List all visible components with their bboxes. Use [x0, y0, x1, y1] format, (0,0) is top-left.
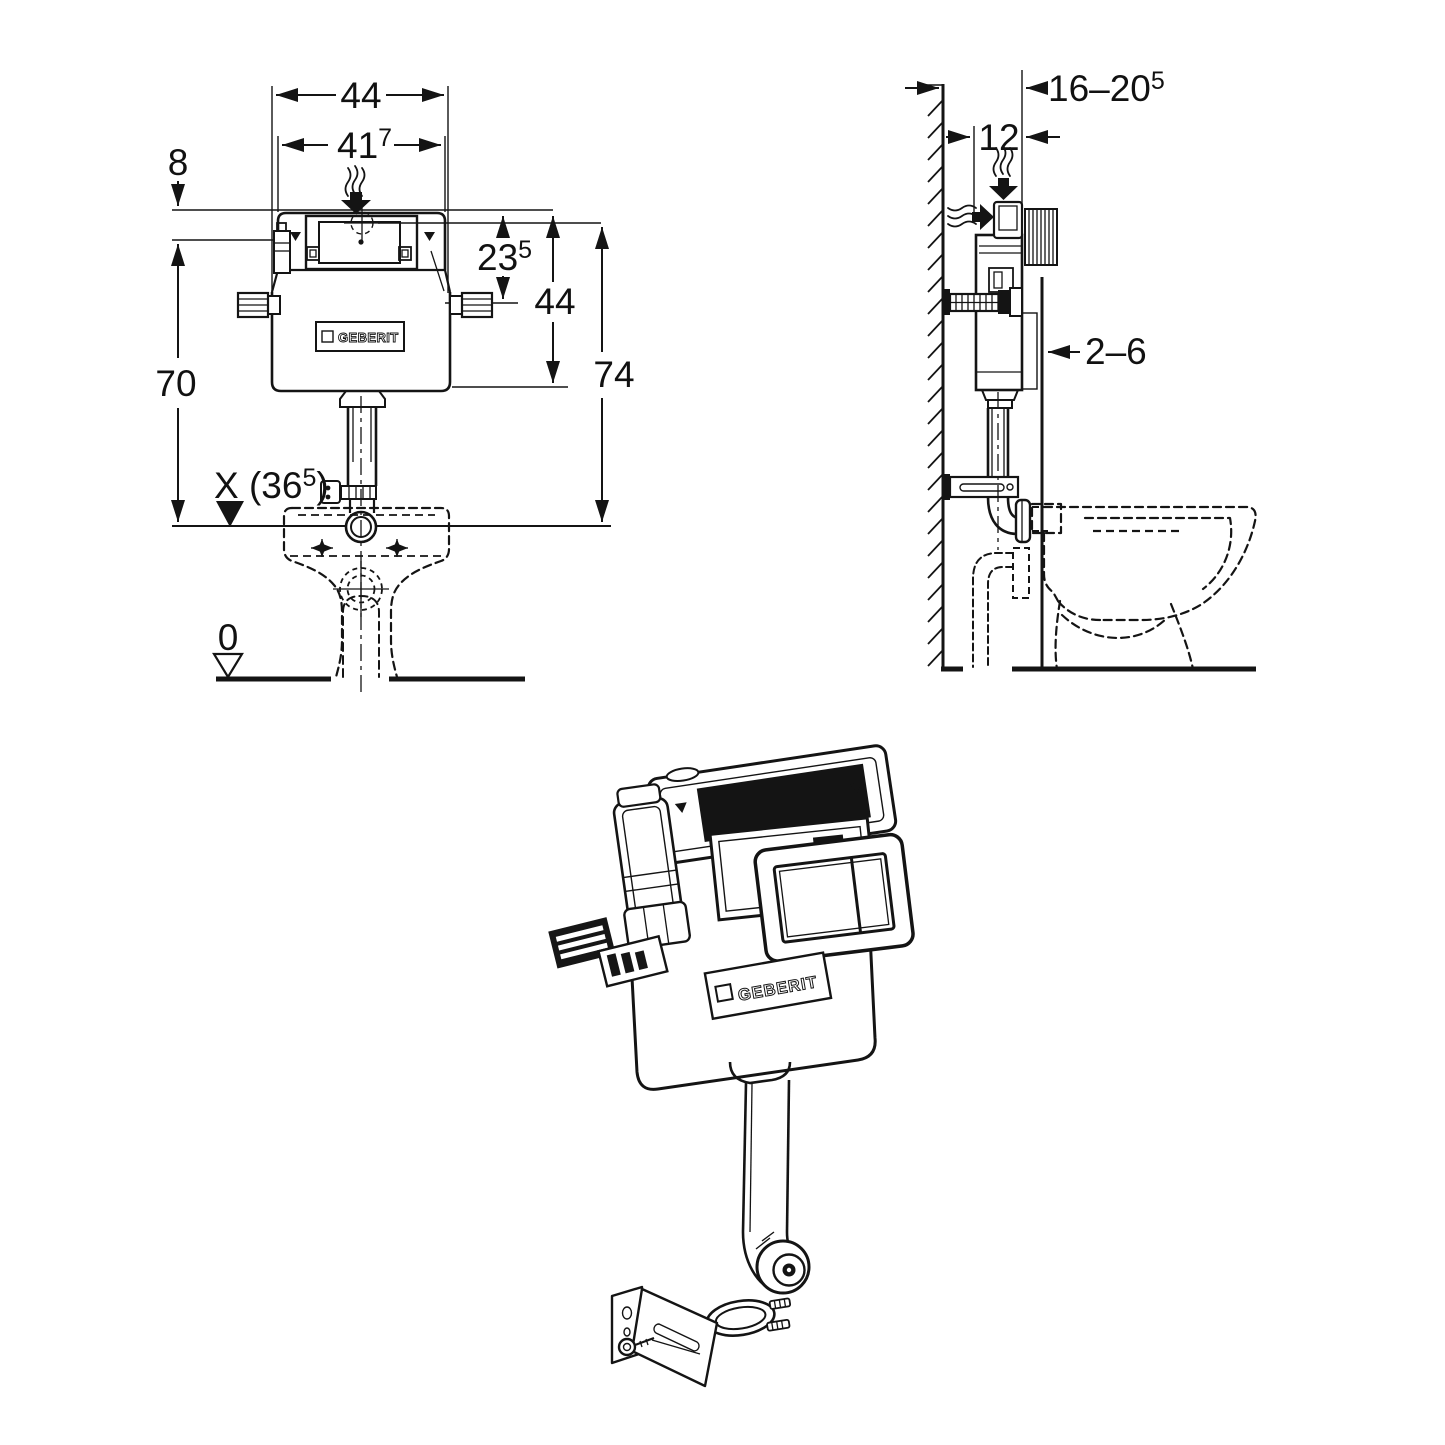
fill-valve-side [992, 200, 1024, 240]
geberit-logo-text: GEBERIT [338, 330, 399, 345]
flush-button-divider [849, 857, 863, 934]
floor-level-marker: 0 [212, 617, 525, 682]
water-level-mark-left [290, 232, 301, 241]
geberit-logo-mark-product [714, 983, 734, 1003]
mounting-bracket-product [610, 1285, 719, 1388]
wall-anchor-rod [942, 287, 1023, 317]
cistern-front: GEBERIT [236, 207, 494, 393]
toilet-outline-front [282, 506, 451, 679]
cistern-side [942, 200, 1058, 392]
side-fixing-bracket-left [236, 291, 281, 319]
water-level-mark-right [424, 232, 435, 241]
dim-cistern-height-label: 44 [534, 281, 575, 322]
water-inlet-symbol-side-top [989, 145, 1018, 200]
protection-panel [1021, 312, 1038, 390]
side-fixing-bracket-right [449, 291, 494, 319]
dim-lid-depth-label: 235 [477, 236, 532, 278]
dim-top-offset-label: 8 [168, 142, 189, 183]
toilet-outline-side [1030, 502, 1257, 671]
pipe-clamp-product [705, 1297, 792, 1337]
dim-lid-depth: 235 [473, 216, 537, 299]
floor-outlet-alternative [972, 547, 1030, 668]
flush-actuator-plate [753, 832, 915, 963]
dim-inner-width-label: 417 [337, 124, 392, 166]
side-view-diagram: 16–205 12 2–6 [905, 67, 1257, 672]
dim-outer-width-label: 44 [340, 75, 381, 116]
fixing-hole-mark-right [386, 539, 408, 557]
flush-pipe-front [320, 390, 386, 692]
bracket-screw [617, 1337, 637, 1357]
dim-inner-width: 417 [277, 124, 446, 212]
fill-valve-front [273, 230, 291, 274]
dim-top-offset: 8 [168, 142, 189, 206]
product-illustration: GEBERIT [548, 744, 915, 1388]
flush-pipe-product [728, 1061, 811, 1295]
pipe-bracket-side [948, 475, 1020, 499]
flush-bend-side [942, 389, 1048, 550]
dim-total-height-label: 74 [593, 354, 634, 395]
geberit-logo-front: GEBERIT [315, 321, 405, 352]
x-reference-label: X (365) [214, 464, 329, 506]
lid-knob [665, 767, 700, 782]
dim-outer-width: 44 [271, 75, 449, 293]
dim-finish-thickness-label: 2–6 [1085, 331, 1147, 372]
dim-above-reference-label: 70 [155, 363, 196, 404]
geberit-logo-mark [321, 330, 334, 343]
geberit-logo-product: GEBERIT [703, 951, 833, 1021]
dim-cistern-depth-label: 12 [978, 117, 1019, 158]
water-inlet-symbol-side-left [947, 204, 994, 230]
wall-section [925, 84, 1256, 672]
elbow-socket-product [755, 1239, 811, 1295]
fixing-hole-mark-left [311, 539, 333, 557]
dim-total-height: 74 [593, 227, 635, 522]
dim-wall-range: 16–205 [905, 67, 1165, 207]
wall-hatching [927, 99, 944, 667]
dim-cistern-height: 44 [534, 216, 576, 383]
pipe-clamp-front [340, 485, 377, 500]
floor-level-label: 0 [218, 617, 239, 658]
x-reference-marker: X (365) [214, 464, 329, 527]
dim-wall-range-label: 16–205 [1048, 67, 1165, 109]
dim-above-reference: 70 [155, 244, 197, 522]
water-inlet-symbol-front [341, 165, 371, 214]
front-view-diagram: 44 417 8 70 235 44 74 [155, 75, 635, 692]
side-fixing-lugs [548, 917, 669, 988]
elbow-socket-side [1014, 498, 1032, 544]
